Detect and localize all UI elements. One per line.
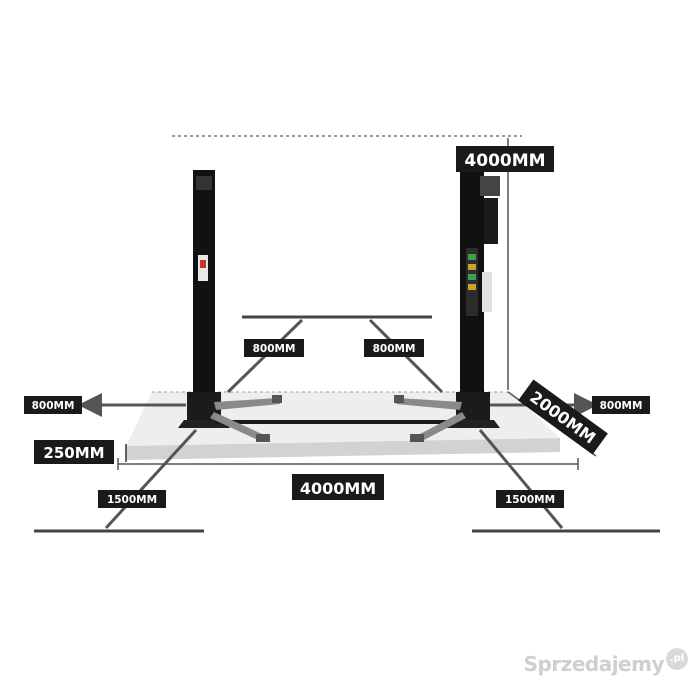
front-diag-right xyxy=(478,429,564,529)
label-arm-right: 800MM xyxy=(364,339,424,357)
arm-left-text: 800MM xyxy=(253,343,296,355)
base-crossbar xyxy=(215,420,461,424)
watermark: Sprzedajemy .pl xyxy=(510,646,690,686)
label-front-left: 1500MM xyxy=(98,490,166,508)
label-arm-left: 800MM xyxy=(244,339,304,357)
label-clearance-right: 800MM xyxy=(592,396,650,414)
front-left-text: 1500MM xyxy=(107,494,157,506)
total-height-text: 4000MM xyxy=(464,151,545,171)
label-clearance-left: 800MM xyxy=(24,396,82,414)
front-diag-left xyxy=(104,428,198,530)
label-total-height: 4000MM xyxy=(456,146,554,172)
watermark-text: Sprzedajemy xyxy=(523,652,665,676)
label-base-height: 250MM xyxy=(34,440,114,464)
label-overall-width: 4000MM xyxy=(292,474,384,500)
front-right-text: 1500MM xyxy=(505,494,555,506)
clearance-left-text: 800MM xyxy=(32,400,75,412)
arm-right-text: 800MM xyxy=(373,343,416,355)
clearance-right-text: 800MM xyxy=(600,400,643,412)
label-front-right: 1500MM xyxy=(496,490,564,508)
watermark-badge-icon: .pl xyxy=(666,648,688,670)
right-post xyxy=(446,172,500,428)
base-height-text: 250MM xyxy=(43,444,104,462)
overall-width-text: 4000MM xyxy=(300,479,376,498)
lift-arms xyxy=(210,395,466,442)
left-post xyxy=(178,170,230,428)
